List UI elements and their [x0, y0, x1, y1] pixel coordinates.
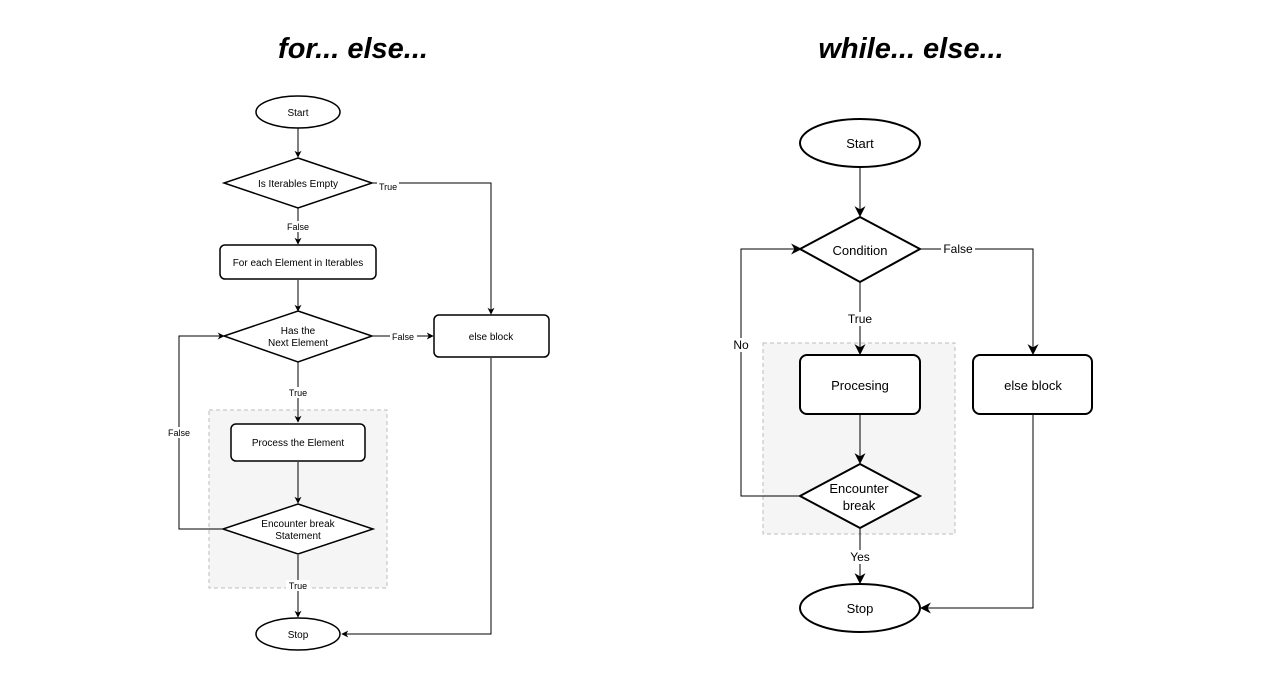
label-break-yes: Yes: [850, 550, 870, 564]
while-stop-label: Stop: [847, 601, 874, 616]
for-else-diagram: for... else... Start Is Iterables Empty …: [166, 33, 550, 651]
has-next-line1: Has the: [281, 326, 316, 337]
while-else-title: while... else...: [818, 33, 1003, 65]
while-break-line2: break: [843, 498, 876, 513]
while-stop-node: [799, 583, 921, 633]
for-each-element-label: For each Element in Iterables: [233, 258, 364, 269]
edge-break-no-loop: [740, 243, 803, 497]
is-iterables-empty-label: Is Iterables Empty: [258, 179, 338, 190]
for-else-block-node: [433, 314, 550, 358]
for-stop-label: Stop: [288, 630, 309, 641]
encounter-break-line1: Encounter break: [261, 519, 335, 530]
for-else-title: for... else...: [278, 33, 428, 65]
while-start-label: Start: [846, 136, 874, 151]
edge-empty-true-to-else: [372, 182, 495, 315]
has-next-line2: Next Element: [268, 338, 328, 349]
label-loop-false: False: [168, 428, 190, 438]
encounter-break-line2: Statement: [275, 531, 321, 542]
condition-label: Condition: [833, 243, 888, 258]
while-encounter-break-decision: [797, 462, 923, 530]
label-break-true: True: [289, 581, 307, 591]
label-next-false: False: [392, 332, 414, 342]
while-else-diagram: while... else... Start Condition Procesi…: [730, 33, 1093, 633]
for-else-block-label: else block: [469, 332, 514, 343]
label-cond-false: False: [943, 242, 973, 256]
label-cond-true: True: [848, 312, 873, 326]
condition-decision: [797, 215, 923, 284]
label-empty-true: True: [379, 182, 397, 192]
for-stop-node: [255, 617, 341, 651]
for-each-element-node: [219, 244, 377, 280]
label-empty-false: False: [287, 222, 309, 232]
encounter-break-decision: [220, 503, 376, 555]
edge-welse-to-stop: [919, 415, 1034, 614]
while-else-block-label: else block: [1004, 378, 1062, 393]
is-iterables-empty-decision: [221, 157, 375, 209]
for-start-node: [255, 95, 341, 129]
process-element-label: Process the Element: [252, 438, 344, 449]
process-element-node: [230, 423, 366, 462]
while-else-block-node: [972, 354, 1093, 415]
label-loop-no: No: [733, 338, 749, 352]
processing-node: [799, 354, 921, 415]
for-start-label: Start: [287, 108, 308, 119]
processing-label: Procesing: [831, 378, 889, 393]
edge-condition-false-to-else: [920, 248, 1039, 356]
has-next-element-decision: [221, 310, 375, 363]
while-break-line1: Encounter: [829, 481, 889, 496]
edge-else-to-stop: [341, 358, 492, 638]
while-start-node: [799, 118, 921, 168]
label-next-true: True: [289, 388, 307, 398]
